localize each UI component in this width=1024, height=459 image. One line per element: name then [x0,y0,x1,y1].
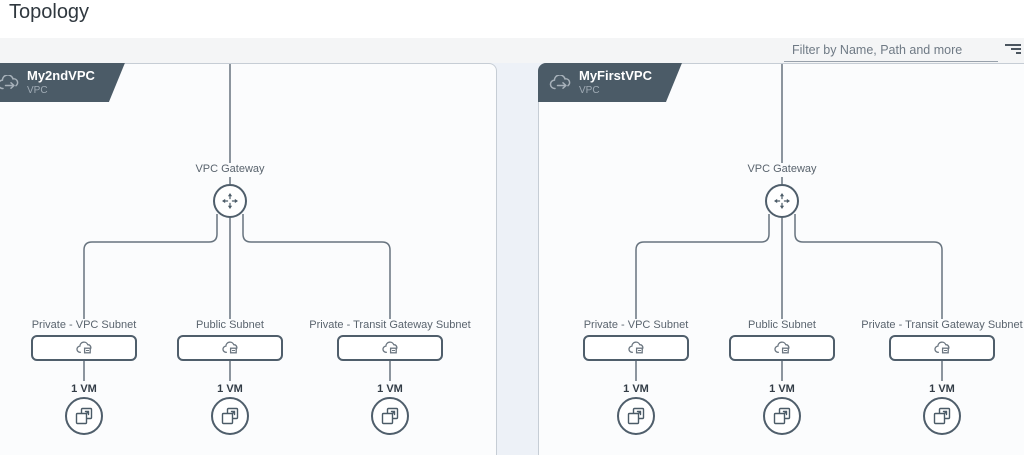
subnet-node[interactable] [729,335,835,361]
vpc-cloud-icon [0,75,19,91]
vpc-type-label: VPC [579,84,600,96]
vm-node[interactable] [617,397,674,454]
vpc-badge[interactable]: My2ndVPC VPC [0,63,125,102]
subnet-node[interactable] [889,335,995,361]
vm-icon [627,407,645,425]
vpc-badge[interactable]: MyFirstVPC VPC [538,63,682,102]
vm-node[interactable] [65,397,122,454]
gateway-node[interactable] [213,184,247,218]
vm-icon [773,407,791,425]
subnet-icon [76,341,92,354]
subnet-label: Private - Transit Gateway Subnet [309,319,471,331]
vpc-name: MyFirstVPC [579,68,652,84]
subnet-icon [628,341,644,354]
subnet-node[interactable] [31,335,137,361]
topology-toolbar [0,38,1024,63]
gateway-label: VPC Gateway [747,163,817,175]
filter-box [784,40,998,62]
subnet-node[interactable] [177,335,283,361]
vpc-cloud-icon [549,75,571,91]
vm-node[interactable] [211,397,268,454]
vm-count-label: 1 VM [71,383,97,395]
vpc-card-myfirstvpc: MyFirstVPC VPC VPC Gateway Private - VPC… [538,63,1024,455]
four-arrows-icon [773,192,791,210]
vm-count-label: 1 VM [769,383,795,395]
vm-icon [933,407,951,425]
subnet-icon [222,341,238,354]
gateway-label: VPC Gateway [195,163,265,175]
subnet-label: Public Subnet [748,319,816,331]
vm-icon [75,407,93,425]
vm-node[interactable] [371,397,428,454]
subnet-label: Public Subnet [196,319,264,331]
gateway-node[interactable] [765,184,799,218]
vm-count-label: 1 VM [929,383,955,395]
vm-count-label: 1 VM [377,383,403,395]
vpc-card-my2ndvpc: My2ndVPC VPC VPC Gateway Private - VPC S… [0,63,497,455]
subnet-icon [934,341,950,354]
vpc-name: My2ndVPC [27,68,95,84]
vm-count-label: 1 VM [623,383,649,395]
subnet-label: Private - VPC Subnet [31,319,137,331]
four-arrows-icon [221,192,239,210]
subnet-node[interactable] [337,335,443,361]
vm-node[interactable] [763,397,820,454]
vm-count-label: 1 VM [217,383,243,395]
filter-icon[interactable] [1004,44,1021,56]
vm-icon [381,407,399,425]
vpc-type-label: VPC [27,84,48,96]
subnet-icon [382,341,398,354]
page-title: Topology [9,1,90,23]
subnet-label: Private - VPC Subnet [583,319,689,331]
vm-node[interactable] [923,397,980,454]
subnet-label: Private - Transit Gateway Subnet [861,319,1023,331]
subnet-node[interactable] [583,335,689,361]
subnet-icon [774,341,790,354]
filter-input[interactable] [784,40,998,62]
topology-canvas[interactable]: My2ndVPC VPC VPC Gateway Private - VPC S… [0,63,1024,455]
vm-icon [221,407,239,425]
